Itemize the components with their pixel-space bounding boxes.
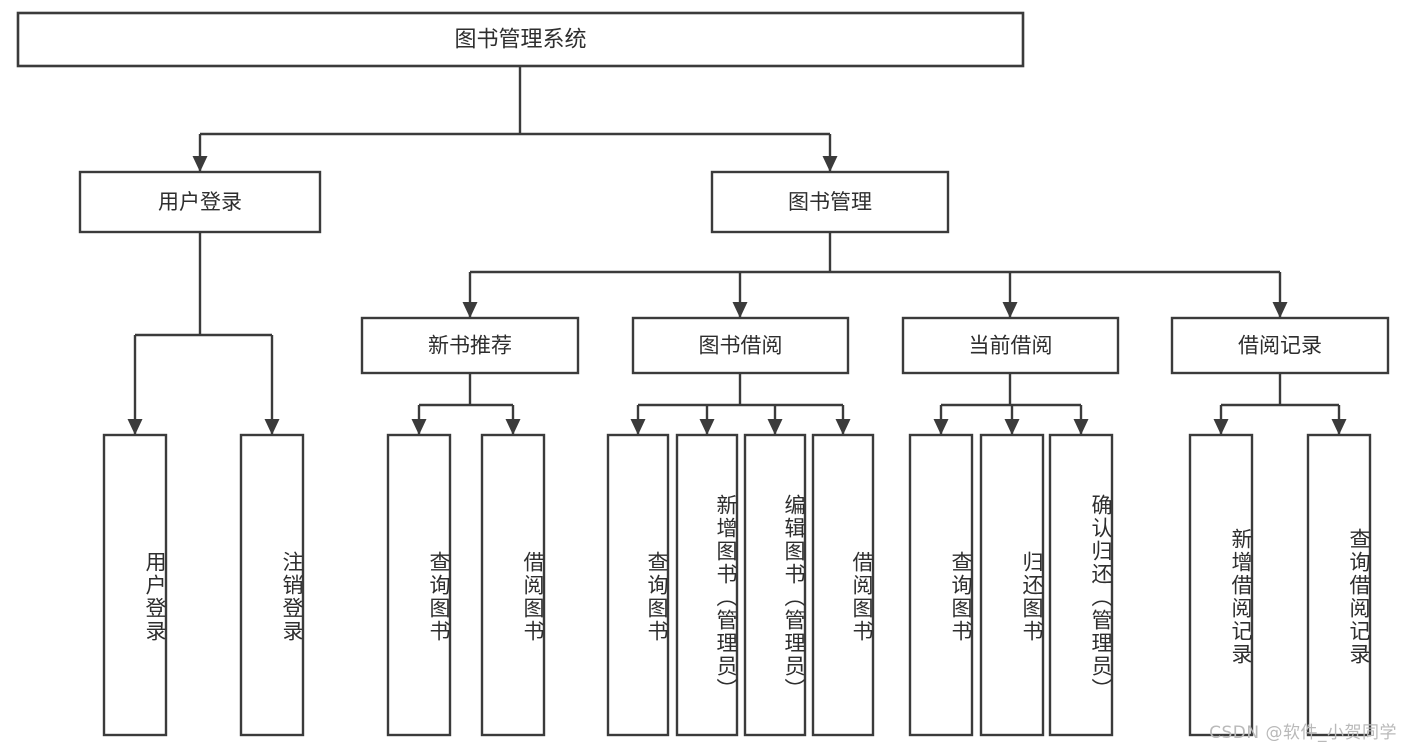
arrow-head-icon bbox=[732, 302, 748, 318]
leaf-node-leaf-confirm-return-box[interactable] bbox=[1048, 433, 1114, 737]
arrow-head-icon bbox=[822, 156, 838, 172]
arrow-head-icon bbox=[462, 302, 478, 318]
leaf-node-leaf-user-login-box[interactable] bbox=[102, 433, 168, 737]
leaf-node-leaf-query-book-1-box[interactable] bbox=[386, 433, 452, 737]
connector-group bbox=[192, 66, 838, 172]
leaf-node-leaf-query-record-box[interactable] bbox=[1306, 433, 1372, 737]
arrow-head-icon bbox=[505, 419, 521, 435]
leaf-node-leaf-borrow-book-2-box[interactable] bbox=[811, 433, 875, 737]
arrow-head-icon bbox=[630, 419, 646, 435]
root-node-label: 图书管理系统 bbox=[454, 28, 586, 53]
watermark-text: CSDN @软件_小贺同学 bbox=[1209, 723, 1397, 743]
connector-group bbox=[1213, 373, 1347, 435]
connector-group bbox=[462, 232, 1288, 318]
arrow-head-icon bbox=[127, 419, 143, 435]
arrow-head-icon bbox=[1073, 419, 1089, 435]
arrow-head-icon bbox=[192, 156, 208, 172]
connector-group bbox=[127, 232, 280, 435]
connector-group bbox=[411, 373, 521, 435]
arrow-head-icon bbox=[1331, 419, 1347, 435]
arrow-head-icon bbox=[411, 419, 427, 435]
level3-node-book-borrow-label: 图书借阅 bbox=[699, 334, 783, 358]
connectors-layer bbox=[127, 66, 1347, 435]
leaf-node-leaf-borrow-book-1-box[interactable] bbox=[480, 433, 546, 737]
leaf-node-leaf-user-logout-box[interactable] bbox=[239, 433, 305, 737]
level3-node-new-book-recommend-label: 新书推荐 bbox=[428, 334, 512, 358]
connector-group bbox=[933, 373, 1089, 435]
arrow-head-icon bbox=[264, 419, 280, 435]
leaf-node-leaf-edit-book-box[interactable] bbox=[743, 433, 807, 737]
level3-node-borrow-record-box[interactable] bbox=[1170, 316, 1390, 375]
level2-node-book-manage-label: 图书管理 bbox=[788, 190, 872, 214]
arrow-head-icon bbox=[1272, 302, 1288, 318]
arrow-head-icon bbox=[1213, 419, 1229, 435]
level3-node-current-borrow-label: 当前借阅 bbox=[969, 334, 1053, 358]
leaf-node-leaf-return-book-box[interactable] bbox=[979, 433, 1045, 737]
arrow-head-icon bbox=[767, 419, 783, 435]
level3-node-book-borrow-box[interactable] bbox=[631, 316, 850, 375]
connector-group bbox=[630, 373, 851, 435]
level2-node-user-login-box[interactable] bbox=[78, 170, 322, 234]
arrow-head-icon bbox=[1004, 419, 1020, 435]
arrow-head-icon bbox=[933, 419, 949, 435]
leaf-node-leaf-add-record-box[interactable] bbox=[1188, 433, 1254, 737]
level3-node-new-book-recommend-box[interactable] bbox=[360, 316, 580, 375]
leaf-node-leaf-query-book-3-box[interactable] bbox=[908, 433, 974, 737]
root-node-box[interactable] bbox=[16, 11, 1025, 68]
arrow-head-icon bbox=[699, 419, 715, 435]
level2-node-book-manage-box[interactable] bbox=[710, 170, 950, 234]
node-boxes-layer bbox=[16, 11, 1390, 737]
level3-node-borrow-record-label: 借阅记录 bbox=[1238, 334, 1322, 358]
arrow-head-icon bbox=[835, 419, 851, 435]
arrow-head-icon bbox=[1002, 302, 1018, 318]
level3-node-current-borrow-box[interactable] bbox=[901, 316, 1120, 375]
level2-node-user-login-label: 用户登录 bbox=[158, 190, 242, 214]
leaf-node-leaf-add-book-box[interactable] bbox=[675, 433, 739, 737]
leaf-node-leaf-query-book-2-box[interactable] bbox=[606, 433, 670, 737]
